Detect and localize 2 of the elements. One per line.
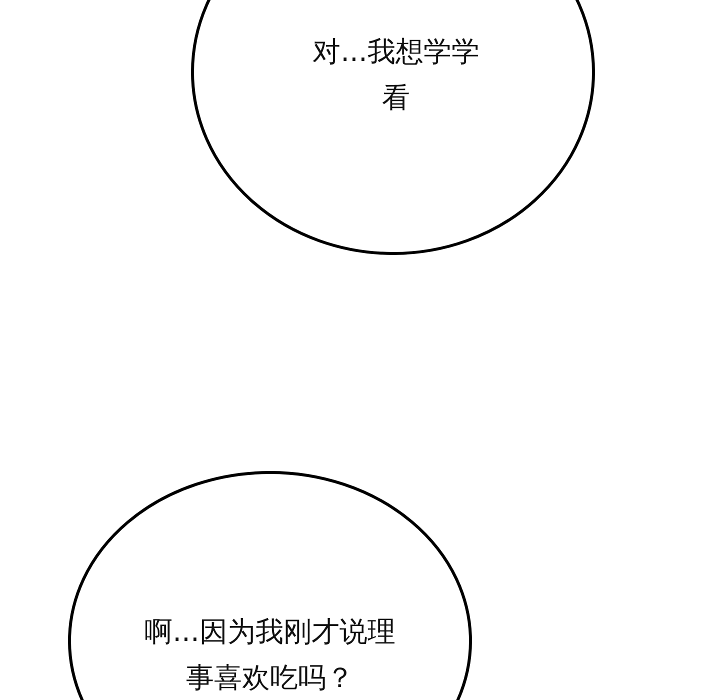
speech-text: 对...我想学学看 [312,34,480,116]
speech-text: 啊...因为我刚才说理事喜欢吃吗？ [144,614,396,696]
